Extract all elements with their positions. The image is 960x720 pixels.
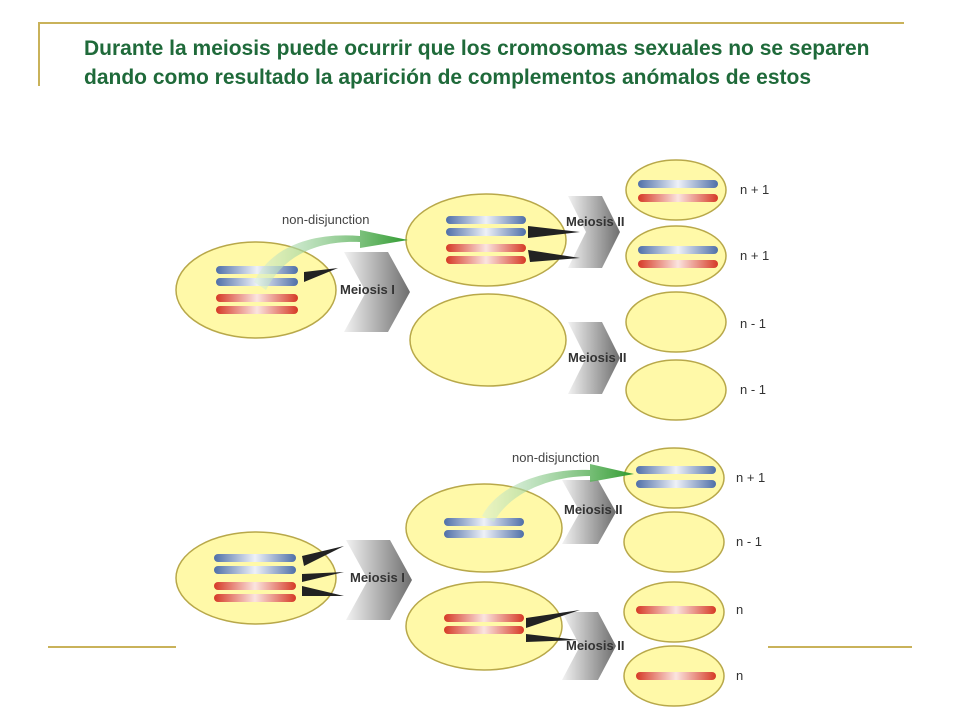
gamete-label-bottom-1: n + 1: [736, 470, 765, 485]
gamete-label-top-2: n + 1: [740, 248, 769, 263]
meiosis2-arrow-top-lower: [568, 322, 620, 394]
meiosis1-arrow-bottom: [346, 540, 412, 620]
chromosome-set-daughter-top: [446, 216, 526, 264]
slide-title: Durante la meiosis puede ocurrir que los…: [84, 37, 870, 89]
gamete-label-top-3: n - 1: [740, 316, 766, 331]
chromosome-pair-blue-bottom: [214, 554, 296, 574]
meiosis2-arrow-bottom-lower: [562, 612, 616, 680]
daughter-cell-top-upper: [405, 193, 567, 287]
gamete-label-bottom-2: n - 1: [736, 534, 762, 549]
gamete-cell-bottom-2: [623, 511, 725, 573]
chromosomes-gamete-bottom-1: [636, 466, 716, 488]
meiosis1-label-bottom: Meiosis I: [350, 570, 405, 585]
spindle-arrows-top: [304, 226, 580, 282]
nondisjunction-label-top: non-disjunction: [282, 212, 369, 227]
parent-cell-top: [175, 241, 337, 339]
chromosome-pair-red: [216, 294, 298, 314]
meiosis2-label-top-lower: Meiosis II: [568, 350, 627, 365]
meiosis2-arrow-bottom-upper: [562, 480, 616, 544]
bottom-left-rule: [48, 646, 176, 648]
bottom-scenario: non-disjunction Meiosis I Meiosis II Mei…: [175, 447, 765, 707]
gamete-label-bottom-4: n: [736, 668, 743, 683]
chromosomes-gamete-bottom-3: [636, 606, 716, 614]
chromosomes-gamete-top-2: [638, 246, 718, 268]
meiosis2-label-bottom-lower: Meiosis II: [566, 638, 625, 653]
top-left-rule: [38, 22, 40, 86]
gamete-cell-top-4: [625, 359, 727, 421]
chromosomes-gamete-top-1: [638, 180, 718, 202]
chromosome-pair-red-bottom: [214, 582, 296, 602]
gamete-cell-top-3: [625, 291, 727, 353]
meiosis1-arrow-top: [344, 252, 410, 332]
spindle-arrows-bottom: [302, 546, 580, 642]
nondisjunction-label-bottom: non-disjunction: [512, 450, 599, 465]
top-rule: [38, 22, 904, 24]
gamete-cell-top-2: [625, 225, 727, 287]
gamete-label-bottom-3: n: [736, 602, 743, 617]
top-scenario: non-disjunction Meiosis I Meiosis II Mei…: [175, 159, 769, 421]
bottom-right-rule: [768, 646, 912, 648]
daughter-cell-top-lower: [409, 293, 567, 387]
meiosis2-label-top-upper: Meiosis II: [566, 214, 625, 229]
daughter-cell-bottom-upper: [405, 483, 563, 573]
chromosomes-daughter-bottom-upper: [444, 518, 524, 538]
chromosomes-gamete-bottom-4: [636, 672, 716, 680]
meiosis2-label-bottom-upper: Meiosis II: [564, 502, 623, 517]
gamete-label-top-4: n - 1: [740, 382, 766, 397]
gamete-cell-top-1: [625, 159, 727, 221]
gamete-label-top-1: n + 1: [740, 182, 769, 197]
gamete-cell-bottom-1: [623, 447, 725, 509]
meiosis2-arrow-top-upper: [568, 196, 620, 268]
nondisjunction-arrow-top: [254, 230, 408, 290]
meiosis1-label-top: Meiosis I: [340, 282, 395, 297]
nondisjunction-arrow-bottom: [482, 464, 634, 522]
chromosomes-daughter-bottom-lower: [444, 614, 524, 634]
